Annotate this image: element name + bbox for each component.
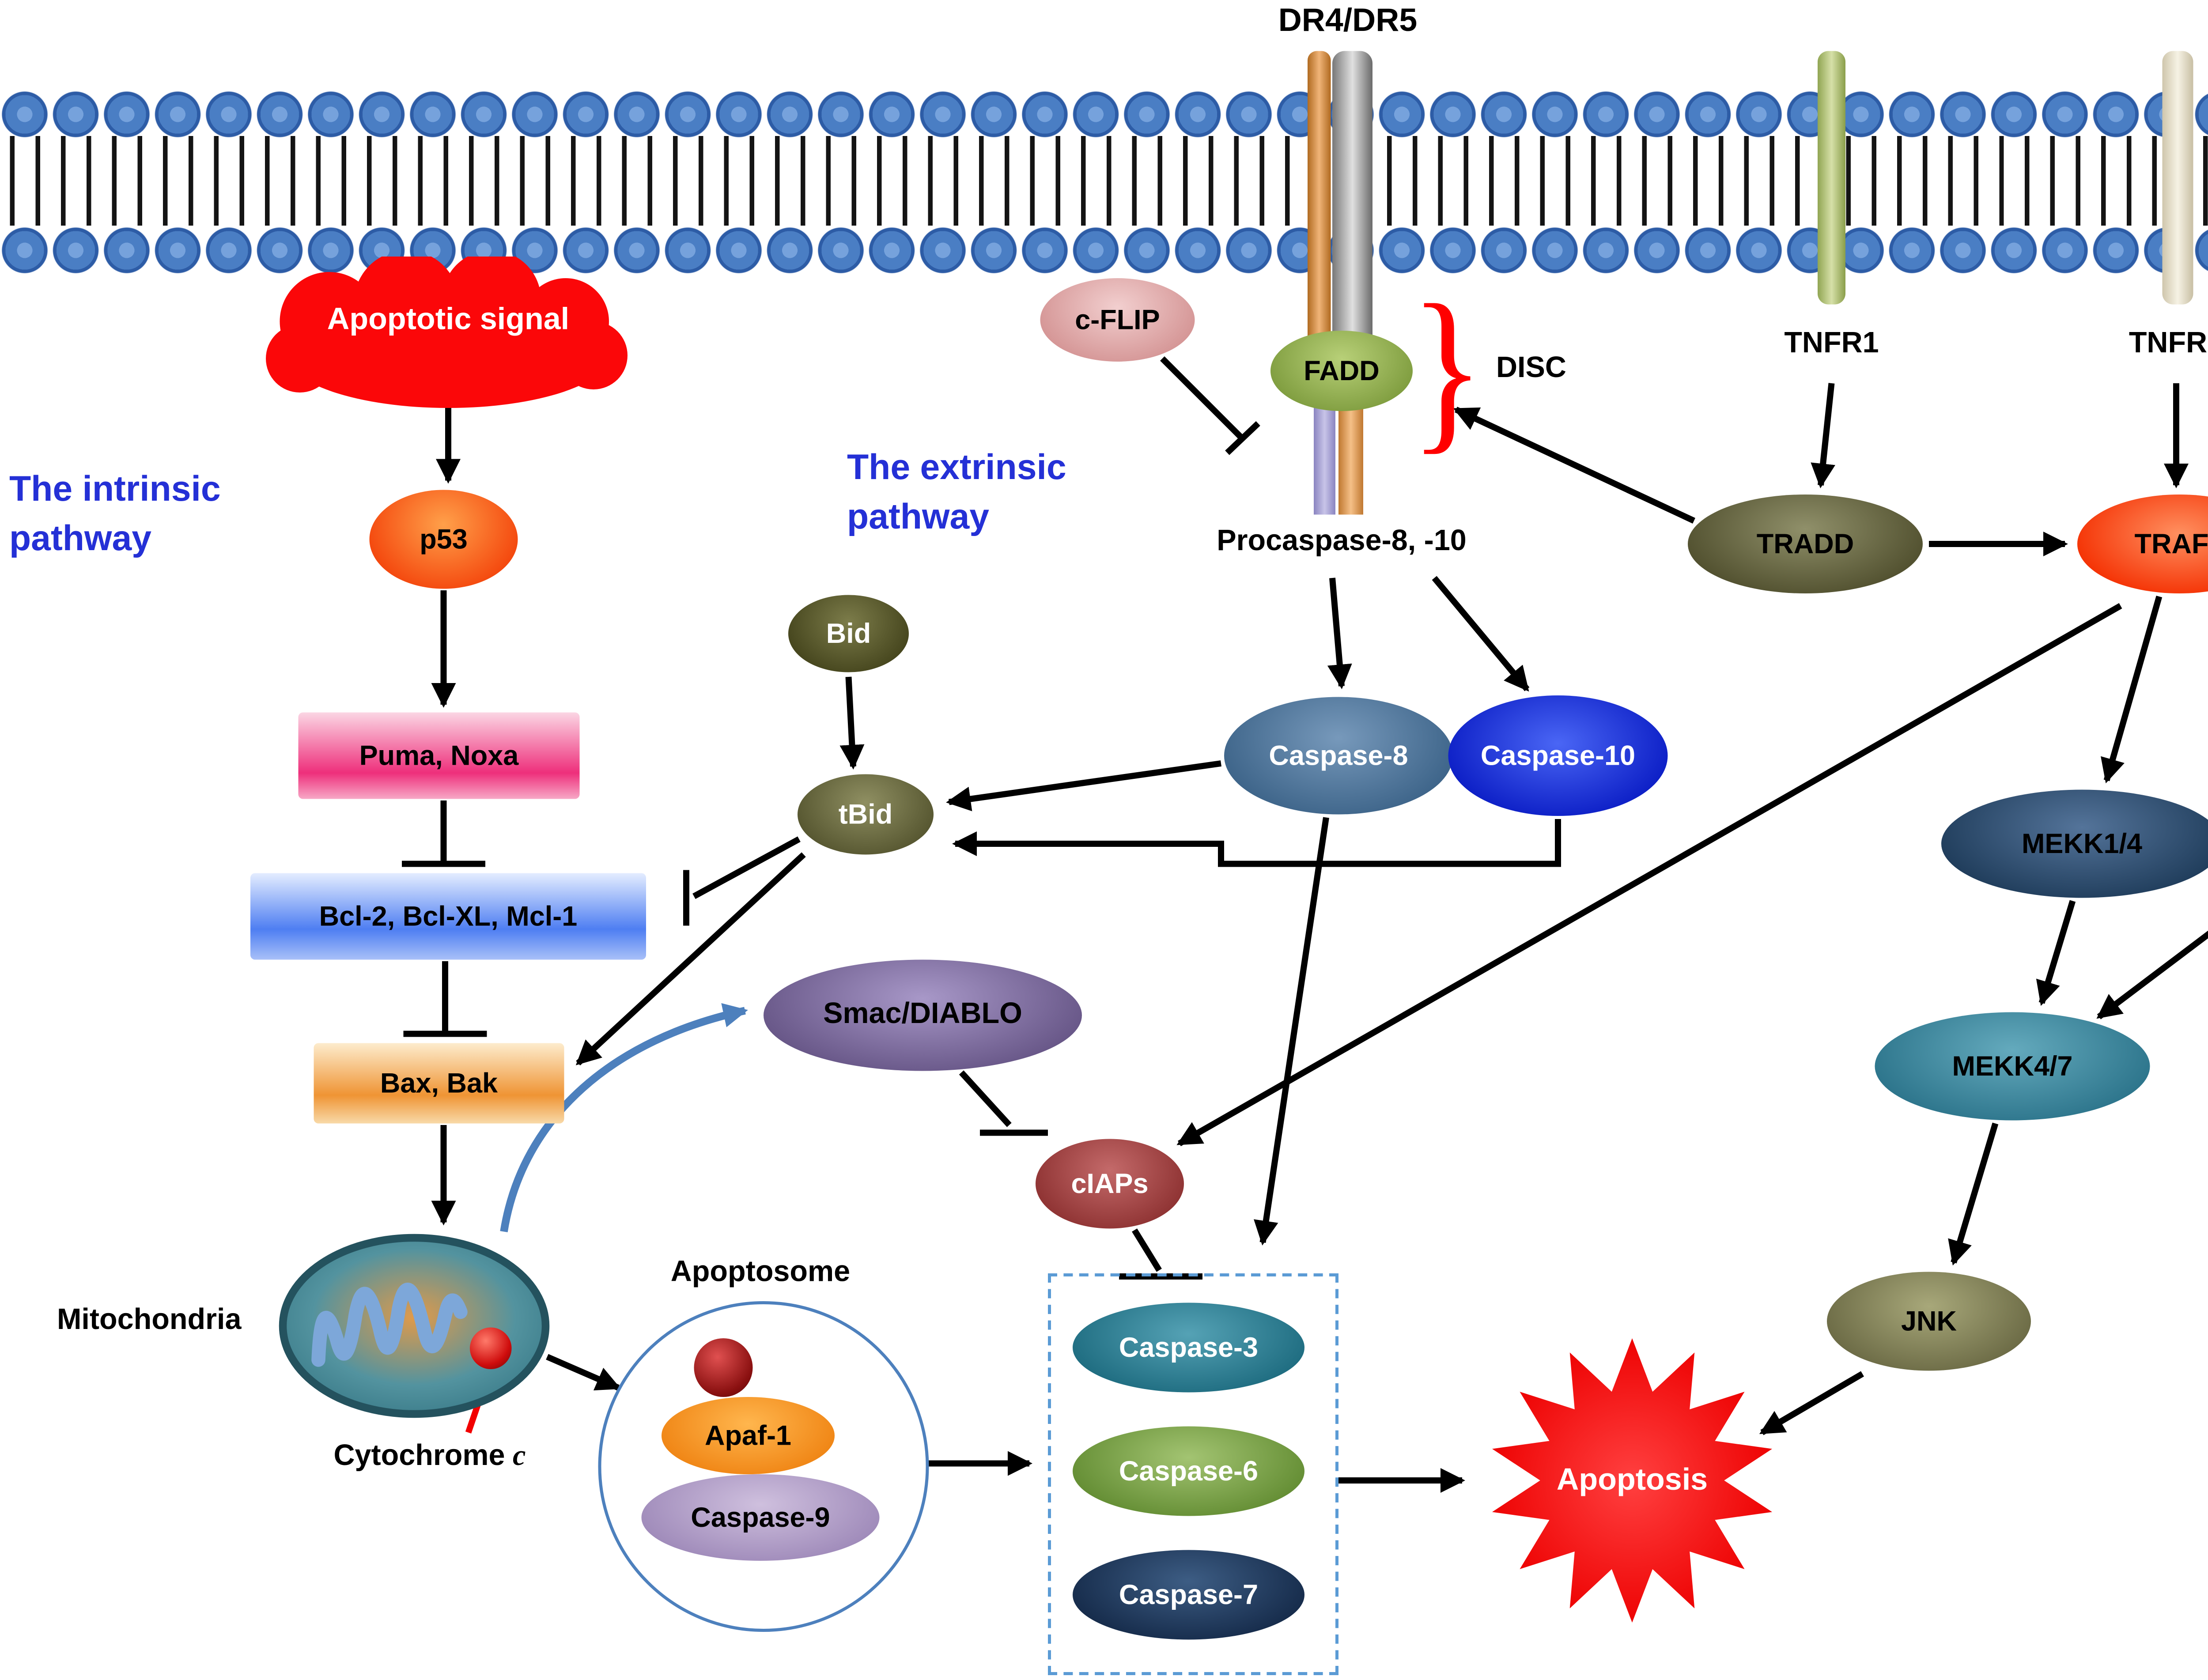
node-caspase-7: Caspase-7 xyxy=(1073,1550,1304,1640)
arrow-procaspase-to-caspase10 xyxy=(1434,578,1527,689)
node-caspase-9: Caspase-9 xyxy=(642,1474,880,1561)
node-caspase-8: Caspase-8 xyxy=(1224,697,1453,815)
node-c-flip: c-FLIP xyxy=(1040,278,1195,362)
node-caspase-10: Caspase-10 xyxy=(1448,695,1668,816)
node-tbid: tBid xyxy=(798,774,934,855)
arrow-bid-to-tbid xyxy=(849,677,854,766)
tbid-label: tBid xyxy=(839,798,893,831)
apoptotic-signal-label: Apoptotic signal xyxy=(260,303,637,339)
mitochondria-shape xyxy=(275,1229,553,1423)
dr4-dr5-label: DR4/DR5 xyxy=(1240,3,1456,40)
procaspase-label: Procaspase-8, -10 xyxy=(1175,525,1509,559)
tnfr1-label: TNFR1 xyxy=(1739,328,1924,362)
node-p53: p53 xyxy=(370,490,518,589)
caspase-9-label: Caspase-9 xyxy=(691,1501,830,1534)
smac-diablo-label: Smac/DIABLO xyxy=(823,998,1022,1032)
mekk1-4-label: MEKK1/4 xyxy=(2022,827,2142,860)
node-caspase-3: Caspase-3 xyxy=(1073,1303,1304,1393)
inhibit-ciaps-to-caspase3-line xyxy=(1134,1230,1159,1270)
caspase-10-label: Caspase-10 xyxy=(1481,740,1635,772)
caspase-8-label: Caspase-8 xyxy=(1269,740,1408,772)
node-puma-noxa: Puma, Noxa xyxy=(299,713,580,799)
arrow-caspase10-to-tbid xyxy=(955,819,1558,864)
extrinsic-heading-line1: The extrinsic xyxy=(847,442,1066,492)
inhibit-cflip-to-disc-line xyxy=(1162,359,1241,438)
node-ciaps: cIAPs xyxy=(1036,1139,1184,1229)
inhibit-tbid-to-bcl2-line xyxy=(694,839,799,897)
bax-bak-label: Bax, Bak xyxy=(380,1067,498,1100)
apoptosome-cytochrome-c-sphere xyxy=(694,1338,753,1397)
node-apaf-1: Apaf-1 xyxy=(662,1397,835,1474)
tradd-label: TRADD xyxy=(1757,528,1854,560)
bcl2-label: Bcl-2, Bcl-XL, Mcl-1 xyxy=(319,900,578,933)
arrow-traf2-to-mekk14 xyxy=(2107,596,2159,781)
intrinsic-heading-line2: pathway xyxy=(9,513,221,563)
intrinsic-heading-line1: The intrinsic xyxy=(9,464,221,513)
node-caspase-6: Caspase-6 xyxy=(1073,1427,1304,1516)
arrow-procaspase-to-caspase8 xyxy=(1332,578,1342,686)
puma-noxa-label: Puma, Noxa xyxy=(359,740,519,772)
arrow-jnk-to-apoptosis xyxy=(1762,1374,1863,1433)
apoptosis-label: Apoptosis xyxy=(1557,1463,1708,1499)
arrow-tnfr1-to-tradd xyxy=(1821,383,1832,485)
arrow-mitochondria-to-apoptosome xyxy=(547,1357,618,1388)
caspase-7-label: Caspase-7 xyxy=(1119,1578,1258,1611)
apaf-1-label: Apaf-1 xyxy=(705,1420,791,1452)
node-bax-bak: Bax, Bak xyxy=(314,1043,564,1124)
inhibit-smac-to-ciaps-line xyxy=(961,1072,1009,1125)
node-bcl2-bclxl-mcl1: Bcl-2, Bcl-XL, Mcl-1 xyxy=(250,873,646,960)
caspase-6-label: Caspase-6 xyxy=(1119,1455,1258,1487)
mekk4-7-label: MEKK4/7 xyxy=(1952,1050,2072,1083)
fadd-label: FADD xyxy=(1304,355,1380,387)
disc-label: DISC xyxy=(1496,352,1566,386)
cytochrome-c-dot xyxy=(470,1328,512,1370)
node-tradd: TRADD xyxy=(1688,495,1923,593)
extrinsic-pathway-heading: The extrinsic pathway xyxy=(847,442,1066,541)
traf2-label: TRAF2 xyxy=(2135,528,2208,560)
jnk-label: JNK xyxy=(1901,1305,1957,1338)
arrow-caspase8-to-caspase3 xyxy=(1263,818,1327,1243)
caspase-3-label: Caspase-3 xyxy=(1119,1331,1258,1364)
ciaps-label: cIAPs xyxy=(1071,1167,1148,1200)
node-mekk1-4: MEKK1/4 xyxy=(1941,790,2208,898)
node-jnk: JNK xyxy=(1827,1272,2031,1371)
node-fadd: FADD xyxy=(1270,331,1413,411)
node-bid: Bid xyxy=(788,595,909,672)
c-flip-label: c-FLIP xyxy=(1075,304,1160,336)
node-smac-diablo: Smac/DIABLO xyxy=(764,960,1082,1071)
node-apoptotic-signal: Apoptotic signal xyxy=(260,257,637,414)
extrinsic-heading-line2: pathway xyxy=(847,492,1066,542)
arrow-mekk47-to-jnk xyxy=(1954,1124,1996,1263)
arrow-caspase8-to-tbid xyxy=(949,763,1221,802)
arrow-mekk14-to-mekk47 xyxy=(2042,901,2073,1003)
arrow-tradd-to-disc xyxy=(1456,410,1694,521)
arrow-ask1-to-mekk47 xyxy=(2099,893,2208,1017)
mitochondria-label: Mitochondria xyxy=(22,1304,277,1338)
bid-label: Bid xyxy=(826,617,871,650)
cytochrome-word: Cytochrome xyxy=(333,1440,505,1473)
node-mekk4-7: MEKK4/7 xyxy=(1875,1012,2150,1121)
tnfr2-label: TNFR2 xyxy=(2083,328,2208,362)
disc-bracket: } xyxy=(1410,278,1485,461)
apoptosome-label: Apoptosome xyxy=(614,1257,907,1291)
node-mitochondria xyxy=(275,1229,553,1423)
p53-label: p53 xyxy=(420,523,468,556)
intrinsic-pathway-heading: The intrinsic pathway xyxy=(9,464,221,563)
cytochrome-c-letter: c xyxy=(513,1440,526,1473)
